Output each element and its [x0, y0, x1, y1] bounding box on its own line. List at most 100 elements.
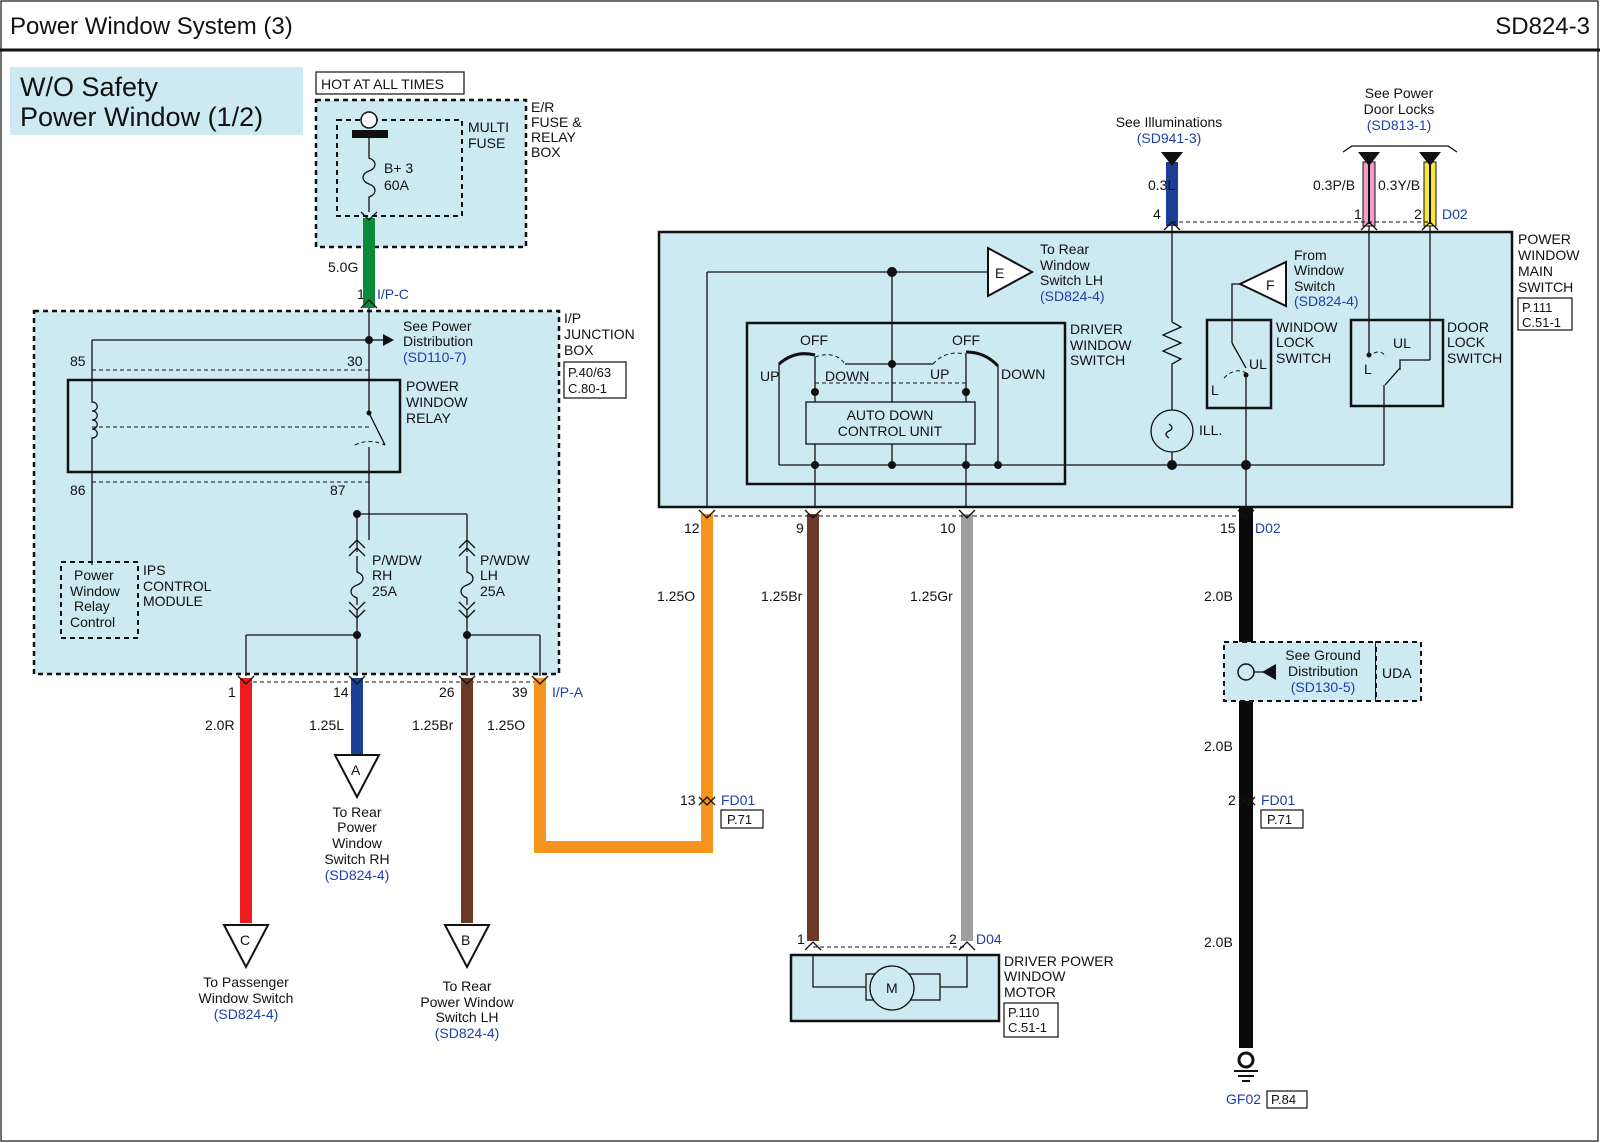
- svg-text:5.0G: 5.0G: [328, 259, 358, 275]
- svg-text:(SD110-7): (SD110-7): [403, 349, 467, 365]
- wire-blue-ill: [1166, 162, 1178, 226]
- svg-text:LH: LH: [480, 567, 498, 583]
- wire-orange: [534, 514, 713, 853]
- svg-text:LOCK: LOCK: [1447, 334, 1486, 350]
- svg-text:1.25Br: 1.25Br: [412, 717, 454, 733]
- svg-text:UP: UP: [930, 366, 949, 382]
- resistor-icon: [1161, 321, 1183, 410]
- svg-text:2.0B: 2.0B: [1204, 588, 1233, 604]
- svg-text:P.40/63: P.40/63: [568, 365, 611, 380]
- svg-text:RELAY: RELAY: [406, 410, 452, 426]
- svg-text:WINDOW: WINDOW: [1070, 337, 1132, 353]
- svg-text:See Ground: See Ground: [1285, 647, 1361, 663]
- svg-text:UP: UP: [760, 368, 779, 384]
- svg-text:DRIVER: DRIVER: [1070, 321, 1123, 337]
- svg-text:SWITCH: SWITCH: [1518, 279, 1573, 295]
- svg-text:85: 85: [70, 353, 86, 369]
- fuse-rh-icon: [348, 539, 366, 635]
- svg-text:(SD824-4): (SD824-4): [1294, 293, 1359, 309]
- door-lock-switch: [1349, 318, 1445, 408]
- svg-text:AUTO DOWN: AUTO DOWN: [847, 407, 934, 423]
- power-window-main-switch: POWER WINDOW MAIN SWITCH P.111 C.51-1 E …: [657, 221, 1580, 517]
- svg-text:SWITCH: SWITCH: [1447, 350, 1502, 366]
- svg-text:JUNCTION: JUNCTION: [564, 326, 635, 342]
- svg-text:4: 4: [1153, 206, 1161, 222]
- svg-text:I/P-C: I/P-C: [377, 286, 409, 302]
- svg-text:LOCK: LOCK: [1276, 334, 1315, 350]
- svg-text:DRIVER POWER: DRIVER POWER: [1004, 953, 1114, 969]
- svg-text:2.0B: 2.0B: [1204, 738, 1233, 754]
- svg-text:MULTI: MULTI: [468, 119, 509, 135]
- svg-text:ILL.: ILL.: [1199, 422, 1222, 438]
- svg-text:P.71: P.71: [727, 812, 752, 827]
- subtitle-line1: W/O Safety: [20, 72, 159, 102]
- svg-text:C.51-1: C.51-1: [1008, 1020, 1047, 1035]
- svg-text:To Rear: To Rear: [1040, 241, 1089, 257]
- ill-arrow-icon: [1161, 152, 1183, 166]
- svg-text:Control: Control: [70, 614, 115, 630]
- svg-text:WINDOW: WINDOW: [1518, 247, 1580, 263]
- junction-box: I/P JUNCTION BOX P.40/63 C.80-1 1 I/P-C …: [32, 286, 635, 683]
- svg-text:1: 1: [797, 931, 805, 947]
- svg-text:12: 12: [684, 520, 700, 536]
- svg-text:Switch: Switch: [1294, 278, 1335, 294]
- svg-text:FD01: FD01: [721, 792, 755, 808]
- wire-brown-left: [461, 678, 473, 923]
- svg-text:RELAY: RELAY: [531, 129, 577, 145]
- svg-text:(SD130-5): (SD130-5): [1291, 679, 1356, 695]
- svg-text:WINDOW: WINDOW: [406, 394, 468, 410]
- wire-gray-motor: [961, 514, 973, 941]
- svg-text:CONTROL UNIT: CONTROL UNIT: [838, 423, 943, 439]
- connector-a: A To Rear Power Window Switch RH (SD824-…: [324, 754, 390, 883]
- svg-text:D02: D02: [1442, 206, 1468, 222]
- hot-at-all-times: HOT AT ALL TIMES: [321, 76, 444, 92]
- svg-text:B+ 3: B+ 3: [384, 160, 413, 176]
- svg-text:SWITCH: SWITCH: [1276, 350, 1331, 366]
- svg-text:2.0B: 2.0B: [1204, 934, 1233, 950]
- svg-text:UL: UL: [1249, 356, 1267, 372]
- svg-text:1: 1: [228, 684, 236, 700]
- svg-text:I/P-A: I/P-A: [552, 684, 584, 700]
- svg-text:SWITCH: SWITCH: [1070, 352, 1125, 368]
- page-title: Power Window System (3): [10, 13, 293, 40]
- connector-c: C To Passenger Window Switch (SD824-4): [199, 924, 294, 1022]
- svg-text:1: 1: [1354, 206, 1362, 222]
- wires: [240, 161, 1437, 1048]
- svg-text:P.111: P.111: [1522, 300, 1552, 315]
- svg-text:10: 10: [940, 520, 956, 536]
- page-code: SD824-3: [1495, 13, 1590, 40]
- svg-text:To Rear: To Rear: [332, 804, 381, 820]
- svg-text:Window: Window: [332, 835, 383, 851]
- wire-brown-motor: [807, 514, 819, 941]
- svg-text:MAIN: MAIN: [1518, 263, 1553, 279]
- svg-text:Switch RH: Switch RH: [324, 851, 389, 867]
- svg-text:87: 87: [330, 482, 346, 498]
- svg-text:Distribution: Distribution: [403, 333, 473, 349]
- svg-text:To Rear: To Rear: [442, 978, 491, 994]
- fuse-lh-icon: [458, 539, 476, 635]
- svg-text:D04: D04: [976, 931, 1002, 947]
- svg-text:GF02: GF02: [1226, 1091, 1261, 1107]
- svg-text:(SD824-4): (SD824-4): [325, 867, 390, 883]
- svg-text:2: 2: [1414, 206, 1422, 222]
- svg-text:Window Switch: Window Switch: [199, 990, 294, 1006]
- svg-text:Distribution: Distribution: [1288, 663, 1358, 679]
- svg-text:(SD824-4): (SD824-4): [435, 1025, 500, 1041]
- svg-text:FUSE &: FUSE &: [531, 114, 582, 130]
- fuse-box: HOT AT ALL TIMES E/R FUSE & RELAY BOX MU…: [314, 71, 582, 249]
- driver-power-window-motor: 1 2 D04 M DRIVER POWER WINDOW MOTOR P.11…: [789, 931, 1114, 1038]
- svg-text:See Illuminations: See Illuminations: [1116, 114, 1223, 130]
- svg-text:L: L: [1364, 361, 1372, 377]
- svg-text:30: 30: [347, 353, 363, 369]
- svg-text:F: F: [1266, 277, 1275, 293]
- svg-text:L: L: [1211, 382, 1219, 398]
- svg-text:2: 2: [949, 931, 957, 947]
- svg-text:IPS: IPS: [143, 562, 166, 578]
- doorlock-arrow-2-icon: [1419, 152, 1441, 166]
- svg-text:13: 13: [680, 792, 696, 808]
- motor-icon: [869, 965, 915, 1011]
- svg-text:DOWN: DOWN: [1001, 366, 1045, 382]
- svg-text:39: 39: [512, 684, 528, 700]
- svg-text:Window: Window: [1294, 262, 1345, 278]
